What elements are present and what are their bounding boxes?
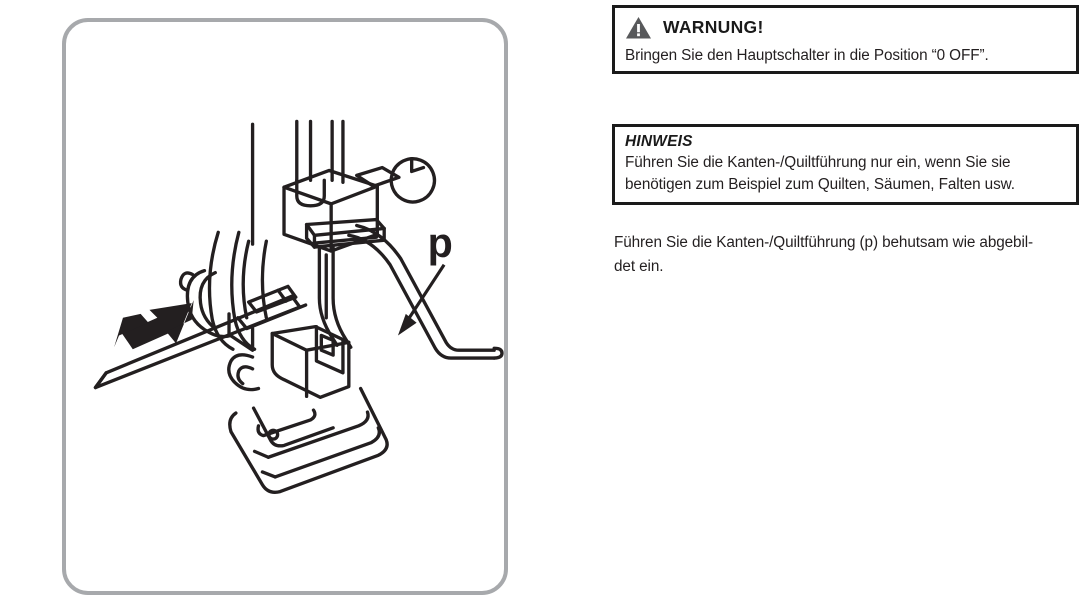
double-headed-adjust-arrow [114, 300, 194, 350]
text-column: WARNUNG! Bringen Sie den Hauptschalter i… [612, 0, 1079, 605]
warning-callout-box: WARNUNG! Bringen Sie den Hauptschalter i… [612, 5, 1079, 74]
instruction-paragraph: Führen Sie die Kanten-/Quiltführung (p) … [614, 231, 1070, 278]
warning-triangle-icon [626, 16, 651, 38]
quilting-guide-bar [347, 223, 504, 360]
presser-foot-sole [228, 386, 389, 494]
note-title: HINWEIS [625, 133, 693, 150]
note-callout-box: HINWEIS Führen Sie die Kanten-/Quiltführ… [612, 124, 1079, 205]
presser-foot-tongue [314, 324, 345, 375]
callout-p-pointer [397, 263, 446, 336]
guide-rod-holder [178, 268, 255, 352]
needle-bar-group [250, 119, 345, 246]
note-text: Führen Sie die Kanten-/Quiltführung nur … [625, 153, 1015, 193]
instruction-paragraph-line-2: det ein. [614, 257, 664, 275]
illustration-panel: p [62, 18, 508, 595]
needle-clamp-screw [355, 157, 437, 204]
sewing-machine-presser-foot-diagram: p [93, 119, 504, 494]
callout-label-p: p [428, 220, 453, 266]
warning-header: WARNUNG! [625, 14, 1066, 41]
warning-title: WARNUNG! [663, 16, 764, 37]
instruction-paragraph-line-1: Führen Sie die Kanten-/Quiltführung (p) … [614, 234, 1034, 251]
warning-text: Bringen Sie den Hauptschalter in die Pos… [625, 47, 989, 64]
edge-guide-rod [93, 284, 308, 390]
